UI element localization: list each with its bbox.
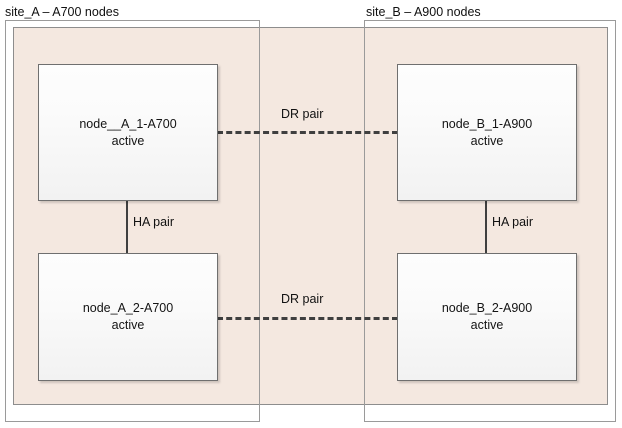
site-a-frame-right-edge [259,20,260,422]
dr-pair-line-top [217,131,398,134]
node-b-2-name: node_B_2-A900 [441,301,533,316]
node-a-1-name: node__A_1-A700 [79,116,177,131]
ha-pair-line-site-b [485,198,487,256]
dr-pair-label-top: DR pair [281,107,324,121]
dr-pair-label-bottom: DR pair [281,292,324,306]
node-b-1-name: node_B_1-A900 [441,116,533,131]
inter-site-fill [251,27,373,405]
ha-pair-label-site-a: HA pair [133,215,174,229]
node-box-b-1[interactable]: node_B_1-A900 active [397,64,577,201]
node-b-2-state: active [470,318,504,332]
node-box-a-2[interactable]: node_A_2-A700 active [38,253,218,381]
ha-pair-line-site-a [126,198,128,256]
node-b-1-state: active [470,133,504,148]
node-a-2-name: node_A_2-A700 [82,301,174,316]
node-a-1-state: active [111,133,145,148]
node-a-2-state: active [111,318,145,332]
site-a-label: site_A – A700 nodes [5,5,119,19]
dr-pair-line-bottom [217,317,398,320]
site-b-frame-left-edge [364,20,365,422]
node-box-b-2[interactable]: node_B_2-A900 active [397,253,577,381]
site-b-label: site_B – A900 nodes [366,5,481,19]
ha-pair-label-site-b: HA pair [492,215,533,229]
node-box-a-1[interactable]: node__A_1-A700 active [38,64,218,201]
